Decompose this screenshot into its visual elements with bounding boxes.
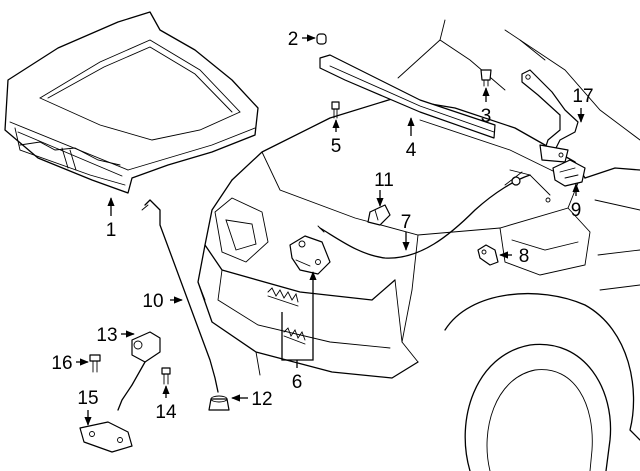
callout-14: 14	[155, 402, 177, 423]
hood-panel	[4, 11, 259, 194]
leader-6	[281, 271, 317, 361]
holder-bolt	[161, 367, 171, 385]
callout-7: 7	[401, 212, 412, 233]
lock-spring-lower	[283, 327, 306, 345]
callout-15: 15	[77, 388, 98, 409]
hood-bumper-stop	[480, 69, 492, 87]
hood-cushion	[316, 33, 327, 45]
hood-front-seal	[319, 54, 496, 139]
callout-16: 16	[51, 353, 72, 374]
hood-lock-assembly	[289, 235, 331, 275]
holder-screw	[89, 354, 101, 373]
callout-11: 11	[374, 170, 394, 191]
callout-1: 1	[106, 220, 117, 241]
callout-labels: 1 2 3 4 5 6 7 8 9 10 11 12 13 14 15 16 1…	[51, 29, 593, 423]
callout-4: 4	[406, 140, 417, 161]
callout-8: 8	[519, 246, 530, 267]
callout-2: 2	[288, 29, 299, 50]
leader-lines	[76, 34, 585, 426]
rod-holder	[117, 331, 161, 411]
hood-bolt	[331, 101, 340, 119]
hood-release-cable	[317, 171, 531, 259]
lock-spring-upper	[267, 287, 299, 307]
hood-hinge	[521, 69, 579, 163]
cable-clip	[367, 204, 391, 226]
callout-12: 12	[251, 389, 272, 410]
rod-grommet	[208, 395, 230, 411]
callout-9: 9	[571, 200, 582, 221]
callout-5: 5	[331, 136, 342, 157]
callout-13: 13	[96, 325, 117, 346]
release-lever	[477, 244, 499, 266]
callout-10: 10	[142, 291, 163, 312]
hood-support-rod	[141, 199, 219, 393]
callout-6: 6	[292, 372, 303, 393]
callout-3: 3	[481, 106, 492, 127]
lower-bracket	[79, 421, 133, 453]
callout-17: 17	[572, 86, 593, 107]
hood-lock	[509, 159, 586, 203]
